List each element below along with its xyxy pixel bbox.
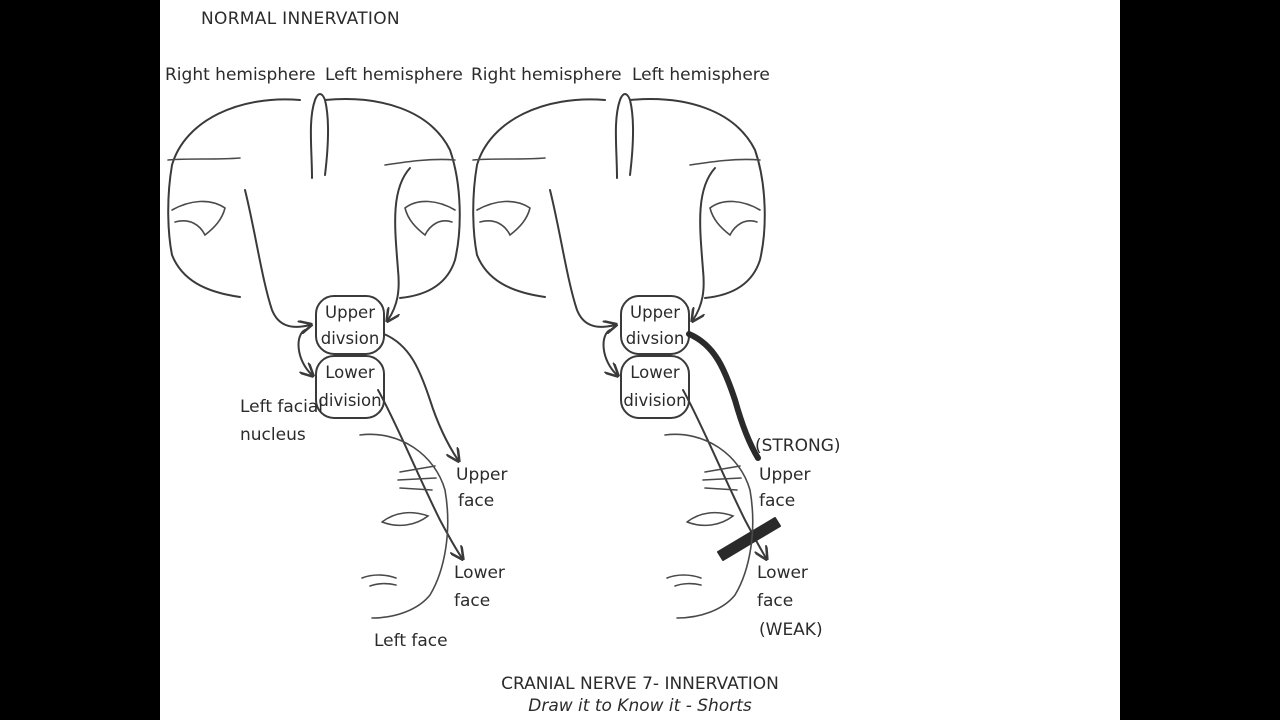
left-tract	[693, 167, 716, 320]
right-hemisphere-label: Right hemisphere	[165, 65, 316, 85]
lower-division-label-2: division	[318, 391, 381, 410]
drawing-area	[160, 0, 1120, 720]
lower-division-label: Lower	[630, 363, 680, 382]
eye	[686, 511, 735, 527]
lower-division-box	[315, 355, 385, 419]
nucleus-label-2: nucleus	[240, 425, 306, 445]
right-tract	[549, 189, 615, 327]
upper-division-label-2: divsion	[321, 329, 380, 348]
upper-division-label: Upper	[325, 303, 375, 322]
upper-face-label: Upper	[759, 465, 810, 485]
upper-division-label: Upper	[630, 303, 680, 322]
footer-title: CRANIAL NERVE 7- INNERVATION	[501, 674, 779, 694]
strong-label: (STRONG)	[755, 436, 841, 456]
footer-subtitle: Draw it to Know it - Shorts	[528, 696, 752, 716]
right-hemisphere-label: Right hemisphere	[471, 65, 622, 85]
lower-face-label: Lower	[454, 563, 505, 583]
lower-division-box	[620, 355, 690, 419]
nucleus-label: Left facial	[240, 397, 323, 417]
fiber-to-lower-face	[377, 389, 462, 558]
left-letterbox	[0, 0, 160, 720]
upper-face-label-2: face	[759, 491, 795, 511]
sulcus-left	[476, 200, 531, 237]
right-tract-lower	[297, 329, 312, 375]
right-tract-lower	[602, 329, 617, 375]
sulcus-right-2	[384, 158, 456, 166]
lesion-mark	[717, 517, 781, 561]
mouth	[666, 574, 702, 587]
brow-lines	[397, 465, 437, 491]
upper-division-label-2: divsion	[626, 329, 685, 348]
sulcus-right	[404, 200, 456, 237]
left-diagram: Right hemisphere Left hemisphere Upper d…	[165, 65, 507, 651]
upper-division-box	[620, 295, 690, 355]
right-diagram: Right hemisphere Left hemisphere Upper d…	[471, 65, 841, 640]
mouth	[361, 574, 397, 587]
left-face-label: Left face	[374, 631, 448, 651]
lower-division-label: Lower	[325, 363, 375, 382]
eye	[381, 511, 430, 527]
brain-outline	[167, 93, 461, 299]
upper-face-label: Upper	[456, 465, 507, 485]
page-title: NORMAL INNERVATION	[201, 9, 400, 29]
left-hemisphere-label: Left hemisphere	[325, 65, 463, 85]
lower-face-label: Lower	[757, 563, 808, 583]
lower-division-label-2: division	[623, 391, 686, 410]
fiber-to-lower-face	[682, 389, 766, 558]
brow-lines	[702, 465, 742, 491]
strong-fiber-to-upper-face	[686, 331, 761, 461]
sulcus-left-2	[472, 157, 546, 161]
left-hemisphere-label: Left hemisphere	[632, 65, 770, 85]
sulcus-right	[709, 200, 761, 237]
right-letterbox	[1120, 0, 1280, 720]
upper-face-label-2: face	[458, 491, 494, 511]
lower-face-label-2: face	[454, 591, 490, 611]
weak-label: (WEAK)	[759, 620, 823, 640]
face-outline	[664, 433, 754, 619]
fiber-to-upper-face	[383, 333, 458, 460]
sulcus-left-2	[167, 157, 241, 161]
upper-division-box	[315, 295, 385, 355]
left-tract	[388, 167, 411, 320]
face-outline	[359, 433, 449, 619]
brain-outline	[472, 93, 766, 299]
sulcus-right-2	[689, 158, 761, 166]
right-tract	[244, 189, 310, 327]
lower-face-label-2: face	[757, 591, 793, 611]
sulcus-left	[171, 200, 226, 237]
